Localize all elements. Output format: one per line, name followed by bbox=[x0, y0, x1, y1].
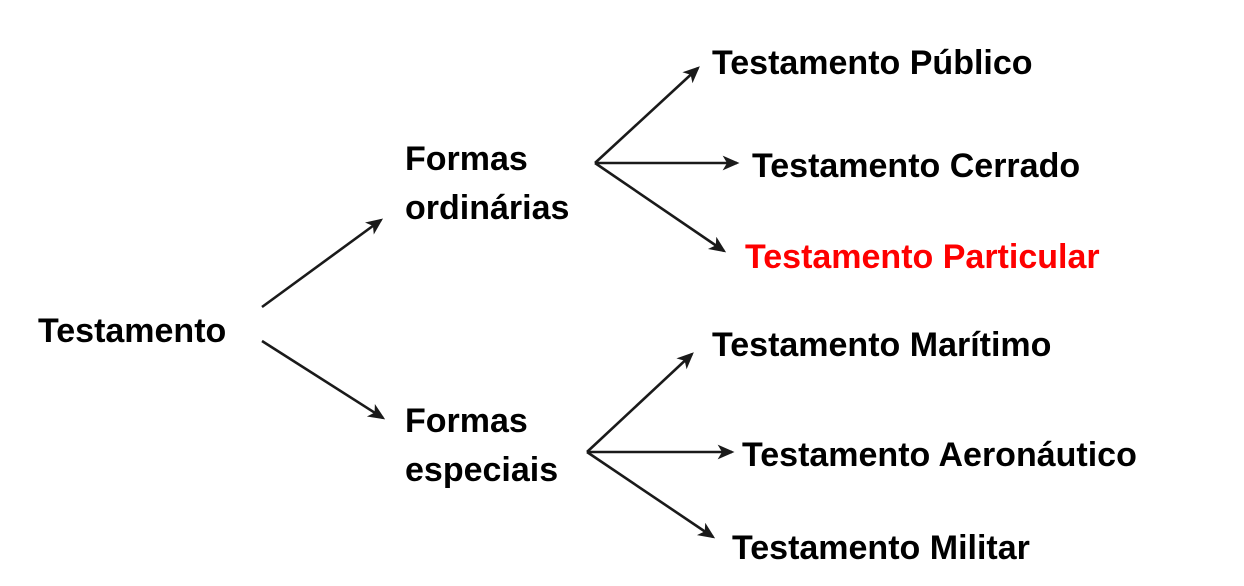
node-testamento-particular: Testamento Particular bbox=[745, 238, 1100, 276]
node-formas-especiais-line2: especiais bbox=[405, 451, 559, 490]
node-formas-ordinarias: Formas ordinárias bbox=[405, 135, 569, 234]
node-formas-especiais: Formas especiais bbox=[405, 397, 558, 496]
node-testamento-root: Testamento bbox=[38, 312, 227, 350]
arrow-especiais-to-maritimo bbox=[586, 352, 694, 453]
node-formas-especiais-line1: Formas bbox=[405, 402, 528, 440]
arrow-ordinarias-to-particular bbox=[594, 161, 727, 253]
node-testamento-maritimo: Testamento Marítimo bbox=[712, 326, 1052, 364]
arrow-especiais-to-militar bbox=[586, 450, 716, 539]
arrow-root-to-ordinarias bbox=[261, 218, 384, 309]
node-testamento-cerrado: Testamento Cerrado bbox=[752, 147, 1081, 185]
node-testamento-aeronautico: Testamento Aeronáutico bbox=[742, 436, 1137, 474]
node-testamento-publico: Testamento Público bbox=[712, 44, 1033, 82]
node-testamento-militar: Testamento Militar bbox=[732, 529, 1030, 567]
node-formas-ordinarias-line1: Formas bbox=[405, 140, 528, 178]
node-formas-ordinarias-line2: ordinárias bbox=[405, 189, 570, 228]
arrow-ordinarias-to-publico bbox=[594, 66, 700, 164]
arrow-root-to-especiais bbox=[261, 339, 386, 420]
